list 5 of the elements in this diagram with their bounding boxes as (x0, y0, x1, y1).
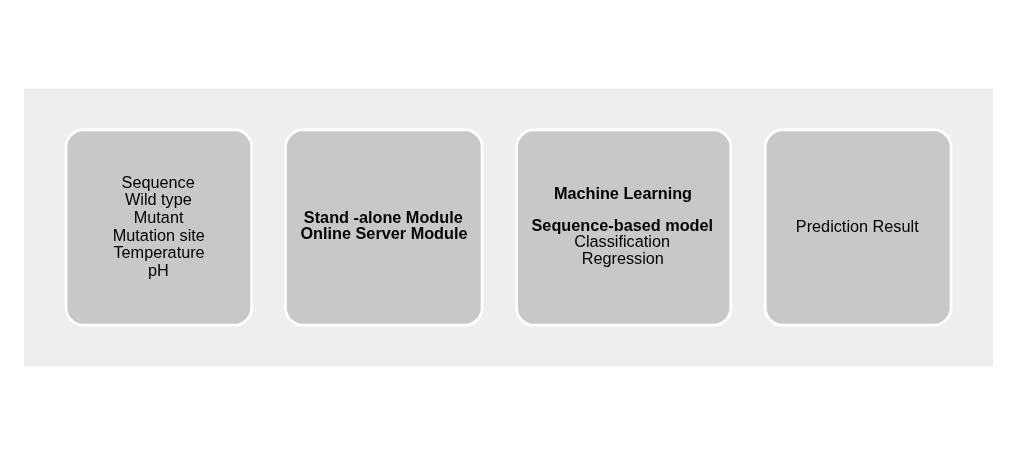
node-box: Machine Learning Sequence-based model Classification Regression (515, 128, 733, 326)
node-box: Stand -alone Module Online Server Module (284, 128, 484, 326)
node-box: Prediction Result (763, 128, 953, 326)
node-box: Sequence Wild type Mutant Mutation site Temperature pH (64, 128, 254, 326)
cluster (24, 88, 993, 366)
